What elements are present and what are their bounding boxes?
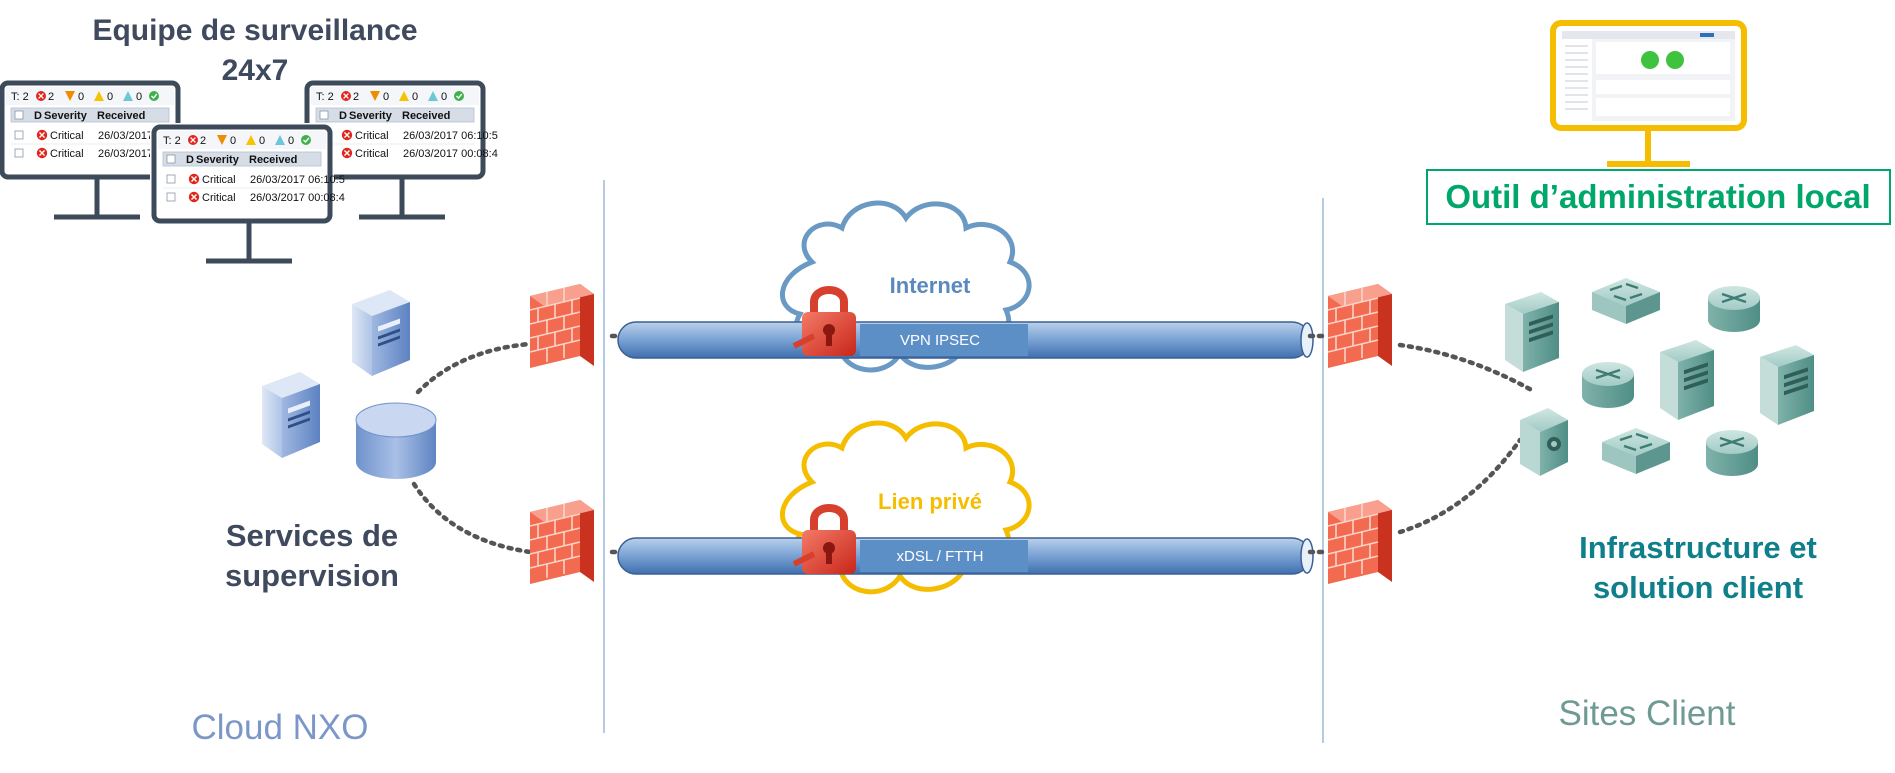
lock-icon: [792, 286, 856, 356]
admin-tool-box: [1426, 169, 1891, 225]
monitor-col-d: D: [339, 110, 347, 122]
monitor-col-received: Received: [97, 110, 145, 122]
monitor-row-severity: Critical: [355, 148, 389, 160]
cloud-zone-label: Cloud NXO: [191, 708, 368, 747]
monitor-count-minor: 0: [259, 135, 265, 147]
internet-label: Internet: [890, 273, 971, 298]
monitor-count-minor: 0: [107, 91, 113, 103]
monitor-row-severity: Critical: [355, 130, 389, 142]
monitor-row-received: 26/03/2017 06:10:5: [250, 174, 345, 186]
services-label-line1: Services de: [226, 518, 398, 553]
monitor-count-major: 0: [383, 91, 389, 103]
lock-icon: [792, 504, 856, 574]
infra-label-line1: Infrastructure et: [1579, 530, 1817, 565]
team-label-line1: Equipe de surveillance: [92, 14, 417, 47]
firewall-icon: [529, 283, 595, 369]
dotted-links: [411, 333, 1538, 555]
router-icon: [1706, 284, 1762, 334]
monitor-total: T: 2: [163, 135, 181, 147]
firewall-icon: [529, 499, 595, 585]
admin-tool-label: Outil d’administration local: [1445, 178, 1870, 215]
monitor-col-d: D: [34, 110, 42, 122]
server-icon: [262, 372, 320, 458]
monitor-count-critical: 2: [48, 91, 54, 103]
monitor-count-warning: 0: [136, 91, 142, 103]
monitor-row-received: 26/03/2017 06:10:5: [403, 130, 498, 142]
database-icon: [355, 402, 437, 479]
router-icon: [1704, 428, 1760, 478]
monitor-row-severity: Critical: [202, 192, 236, 204]
admin-monitor-icon: [1550, 20, 1747, 167]
server-icon: [1760, 345, 1814, 425]
monitor-row-severity: Critical: [202, 174, 236, 186]
monitor-count-major: 0: [230, 135, 236, 147]
router-icon: [1580, 360, 1636, 410]
firewall-icon: [1327, 499, 1393, 585]
monitor-col-received: Received: [402, 110, 450, 122]
monitor-col-severity: Severity: [349, 110, 393, 122]
monitor-row-severity: Critical: [50, 148, 84, 160]
monitor-count-warning: 0: [441, 91, 447, 103]
monitor-row-severity: Critical: [50, 130, 84, 142]
monitor-count-critical: 2: [353, 91, 359, 103]
monitor-total: T: 2: [316, 91, 334, 103]
vpn-label: VPN IPSEC: [900, 332, 980, 349]
xdsl-tunnel: [617, 537, 1314, 575]
monitor-col-severity: Severity: [44, 110, 88, 122]
team-label-line2: 24x7: [222, 54, 289, 87]
monitor-col-d: D: [186, 154, 194, 166]
sites-zone-label: Sites Client: [1558, 694, 1735, 733]
storage-icon: [1520, 408, 1568, 476]
switch-icon: [1600, 426, 1672, 476]
monitor-count-minor: 0: [412, 91, 418, 103]
monitor-count-critical: 2: [200, 135, 206, 147]
monitor-row-received: 26/03/2017 00:08:4: [250, 192, 345, 204]
monitor-count-major: 0: [78, 91, 84, 103]
services-label-line2: supervision: [225, 558, 399, 593]
private-link-label: Lien privé: [878, 489, 982, 514]
server-icon: [1505, 292, 1559, 372]
switch-icon: [1590, 276, 1662, 326]
infra-label-line2: solution client: [1593, 570, 1803, 605]
monitor-count-warning: 0: [288, 135, 294, 147]
vpn-tunnel: [617, 321, 1314, 359]
monitor-right: T: 2 2 0 0 0 D Severity Received Critica…: [307, 83, 498, 220]
monitor-left: T: 2 2 0 0 0 D Severity Received Critica…: [2, 83, 193, 220]
monitor-col-received: Received: [249, 154, 297, 166]
server-icon: [352, 290, 410, 376]
firewall-icon: [1327, 283, 1393, 369]
monitor-total: T: 2: [11, 91, 29, 103]
monitor-col-severity: Severity: [196, 154, 240, 166]
xdsl-label: xDSL / FTTH: [897, 548, 984, 565]
server-icon: [1660, 340, 1714, 420]
monitor-center: T: 2 2 0 0 0 D Severity Received Critica…: [150, 123, 345, 264]
monitor-row-received: 26/03/2017 00:08:4: [403, 148, 498, 160]
